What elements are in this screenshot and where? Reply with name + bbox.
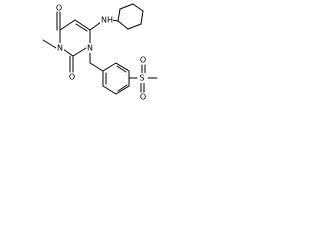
bond-ph-inner-c [116,65,127,73]
atom-label-s: S [139,74,144,83]
bond-cy4-cy5 [140,10,144,25]
bond-ph6-ph1 [102,62,117,72]
bond-ch2-phenyl [89,62,104,72]
bond-c4-c5 [59,19,76,31]
atom-n3: N [56,43,64,53]
bonds [42,3,158,95]
atom-s: S [138,73,146,83]
bond-cy3-cy4 [132,3,144,12]
chemical-structure: O NH N N O S O O [42,3,158,102]
bond-cy2-cy3 [119,3,134,10]
bond-n3-methyl [42,39,57,49]
atom-o-s-lower: O [140,93,146,102]
bond-n1-c2 [72,47,87,57]
bond-c5-c6-double [75,23,88,32]
bond-c2-n3 [62,48,74,57]
bond-ph3-ph4 [115,85,130,95]
bond-ph-inner-b [117,84,128,92]
atom-label-n3: N [57,44,63,53]
atom-label-o-s-upper: O [140,56,146,65]
atom-o-c2: O [69,73,75,82]
atom-o-s-upper: O [140,56,146,65]
atom-label-n1: N [87,44,93,53]
bond-c5-c6 [74,19,91,31]
atom-label-nh: NH [101,16,113,25]
bond-cy6-cy1 [117,20,129,30]
atom-nh: NH [100,15,113,25]
bond-ph5-ph6 [115,62,130,72]
bond-c6-nh [89,21,102,31]
bond-cy5-cy6 [127,23,142,30]
atom-label-o-c2: O [69,73,75,82]
bond-cy1-cy2 [117,8,121,22]
atom-label-o-s-lower: O [140,93,146,102]
atom-label-o-top: O [56,4,62,13]
bond-ph2-ph3 [102,85,117,95]
atom-o-top: O [56,4,62,13]
atom-n1: N [86,43,94,53]
atom-labels: O NH N N O S O O [56,4,146,102]
